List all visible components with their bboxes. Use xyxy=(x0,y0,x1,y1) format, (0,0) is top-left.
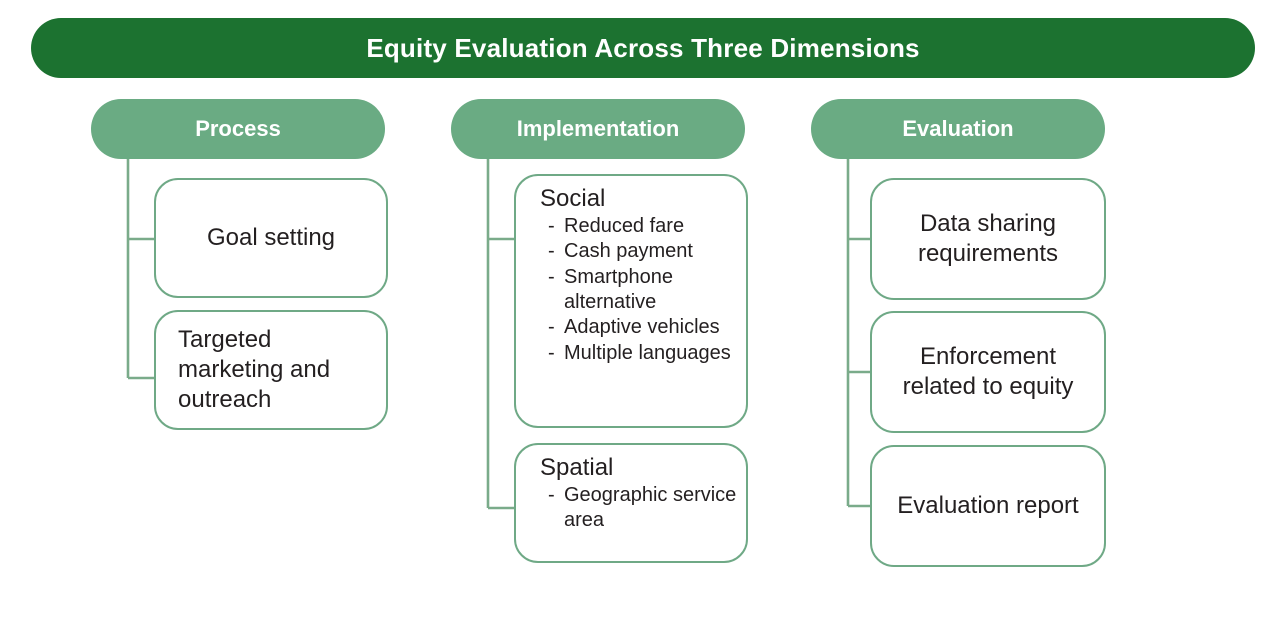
node-spatial-items: -Geographic service area xyxy=(516,483,746,534)
column-header-process-label: Process xyxy=(195,116,281,141)
list-item: -Smartphone alternative xyxy=(548,265,738,316)
node-data-sharing[interactable]: Data sharing requirements xyxy=(870,178,1106,300)
node-spatial-heading: Spatial xyxy=(540,454,614,481)
diagram-title-banner: Equity Evaluation Across Three Dimension… xyxy=(31,18,1255,78)
node-enforcement-label: Enforcement related to equity xyxy=(902,342,1074,400)
node-targeted-marketing[interactable]: Targeted marketing and outreach xyxy=(154,310,388,430)
column-header-process[interactable]: Process xyxy=(91,99,385,159)
node-goal-setting[interactable]: Goal setting xyxy=(154,178,388,298)
diagram-title: Equity Evaluation Across Three Dimension… xyxy=(366,32,920,63)
node-enforcement[interactable]: Enforcement related to equity xyxy=(870,311,1106,433)
dash-bullet: - xyxy=(548,341,555,364)
dash-bullet: - xyxy=(548,316,555,339)
node-goal-setting-label: Goal setting xyxy=(206,223,336,251)
column-header-implementation-label: Implementation xyxy=(516,116,680,141)
list-item-label: Reduced fare xyxy=(564,214,685,237)
list-item-label: Smartphone alternative xyxy=(564,265,673,314)
node-spatial[interactable]: Spatial -Geographic service area xyxy=(514,443,748,563)
list-item-label: Cash payment xyxy=(564,240,693,263)
node-social-heading: Social xyxy=(540,185,606,212)
list-item: -Reduced fare xyxy=(548,214,738,239)
list-item: -Adaptive vehicles xyxy=(548,315,738,340)
list-item-label: Multiple languages xyxy=(564,341,731,364)
list-item: -Multiple languages xyxy=(548,341,738,366)
node-social[interactable]: Social -Reduced fare -Cash payment -Smar… xyxy=(514,174,748,428)
dash-bullet: - xyxy=(548,483,555,506)
dash-bullet: - xyxy=(548,265,555,288)
dash-bullet: - xyxy=(548,214,555,237)
list-item: -Cash payment xyxy=(548,239,738,264)
list-item-label: Adaptive vehicles xyxy=(564,316,720,339)
node-evaluation-report[interactable]: Evaluation report xyxy=(870,445,1106,567)
dash-bullet: - xyxy=(548,240,555,263)
column-header-evaluation-label: Evaluation xyxy=(902,116,1014,141)
list-item: -Geographic service area xyxy=(548,483,738,534)
node-targeted-marketing-label: Targeted marketing and outreach xyxy=(178,325,331,414)
node-data-sharing-label: Data sharing requirements xyxy=(917,209,1059,267)
list-item-label: Geographic service area xyxy=(564,483,737,532)
column-header-implementation[interactable]: Implementation xyxy=(451,99,745,159)
node-social-items: -Reduced fare -Cash payment -Smartphone … xyxy=(516,214,746,366)
node-evaluation-report-label: Evaluation report xyxy=(897,491,1079,519)
column-header-evaluation[interactable]: Evaluation xyxy=(811,99,1105,159)
